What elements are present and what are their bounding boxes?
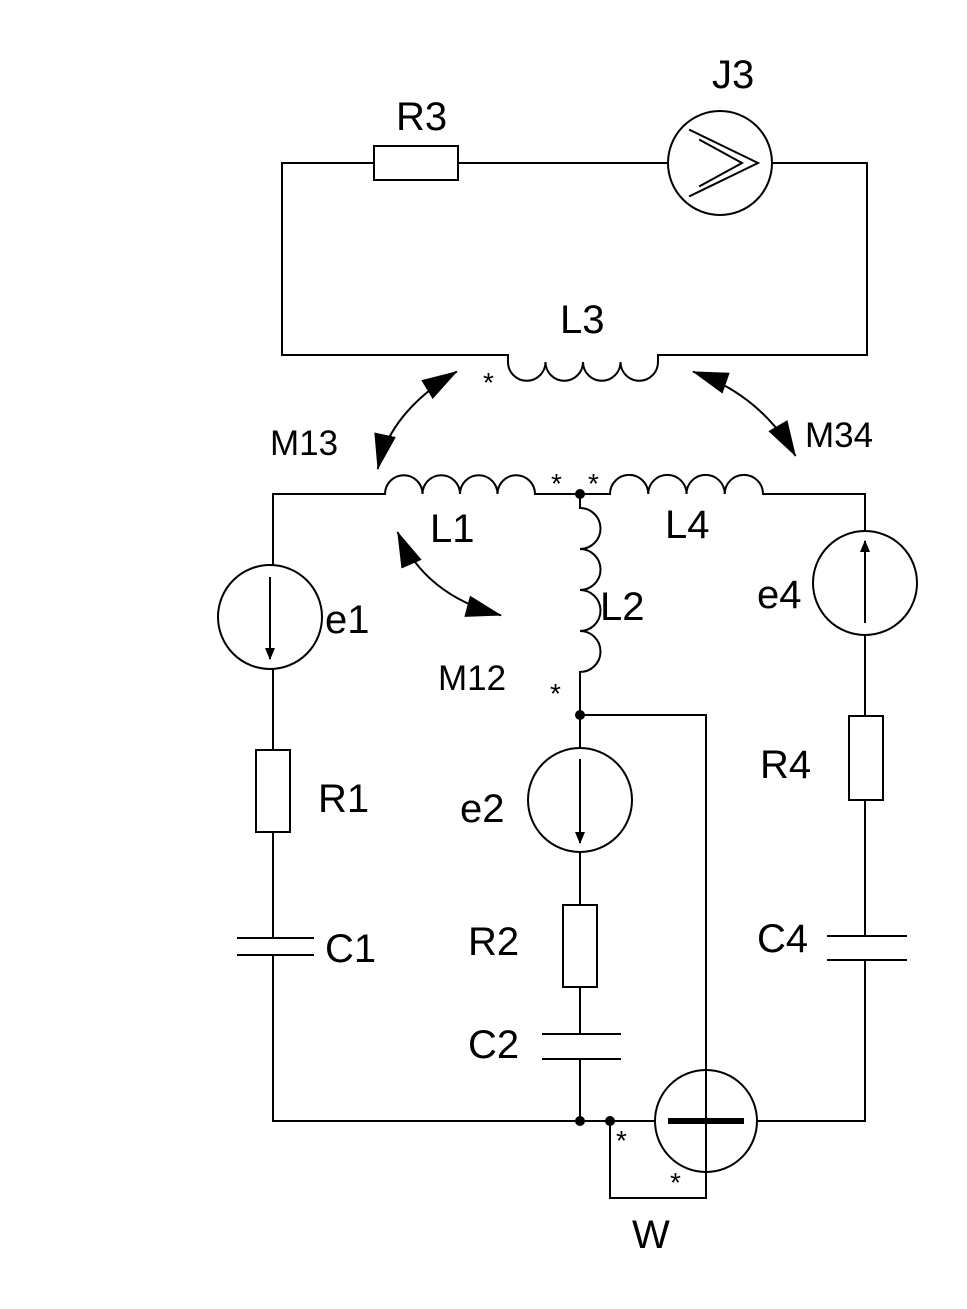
- resistor-r1: [255, 749, 291, 833]
- junction-dot-l2-bottom: [575, 710, 585, 720]
- label-l1: L1: [430, 507, 475, 551]
- mutual-arrow-m12: [396, 531, 502, 617]
- junction-dot-top: [575, 489, 585, 499]
- label-e4: e4: [757, 573, 802, 617]
- label-c4: C4: [757, 917, 808, 961]
- resistor-r4: [848, 715, 884, 801]
- label-r4: R4: [760, 743, 811, 787]
- resistor-r3: [373, 145, 459, 181]
- polarity-mark-l4: *: [588, 468, 599, 499]
- polarity-mark-w-current: *: [616, 1125, 627, 1156]
- inductor-l2: [579, 507, 602, 673]
- label-l4: L4: [665, 503, 710, 547]
- label-c1: C1: [325, 927, 376, 971]
- inductor-l1: [384, 474, 536, 495]
- label-w: W: [632, 1213, 670, 1257]
- polarity-mark-w-voltage: *: [670, 1167, 681, 1198]
- capacitor-c1: [237, 937, 314, 956]
- polarity-mark-l3: *: [483, 367, 494, 398]
- junction-dot-bottom: [575, 1116, 585, 1126]
- mutual-arrow-m34: [692, 370, 797, 457]
- voltage-source-e1: [217, 564, 323, 670]
- top-loop-wires: [281, 162, 868, 356]
- label-c2: C2: [468, 1023, 519, 1067]
- voltage-source-e2: [527, 747, 633, 853]
- polarity-mark-l2: *: [550, 678, 561, 709]
- label-m34: M34: [805, 416, 873, 455]
- capacitor-c4: [827, 935, 907, 961]
- label-r3: R3: [396, 95, 447, 139]
- label-j3: J3: [712, 53, 754, 97]
- label-r1: R1: [318, 777, 369, 821]
- label-m13: M13: [270, 424, 338, 463]
- label-l3: L3: [560, 298, 605, 342]
- current-source-j3: [667, 110, 773, 216]
- capacitor-c2: [542, 1033, 621, 1060]
- junction-dot-wattmeter: [605, 1116, 615, 1126]
- voltage-source-e4: [812, 530, 918, 636]
- label-m12: M12: [438, 659, 506, 698]
- resistor-r2: [562, 904, 598, 988]
- label-r2: R2: [468, 920, 519, 964]
- label-e2: e2: [460, 787, 505, 831]
- wattmeter-w: [654, 1069, 758, 1173]
- inductor-l3: [507, 355, 659, 382]
- inductor-l4: [609, 473, 764, 495]
- mutual-arrow-m13: [374, 370, 458, 470]
- polarity-mark-l1: *: [551, 468, 562, 499]
- label-e1: e1: [325, 598, 370, 642]
- label-l2: L2: [600, 585, 645, 629]
